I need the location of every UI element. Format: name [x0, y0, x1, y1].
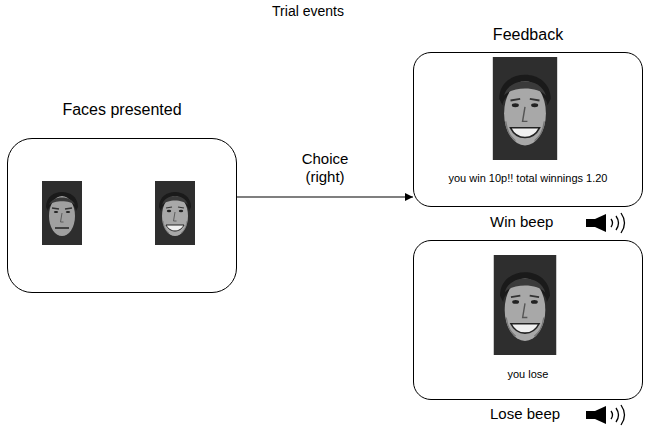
- feedback-panel: you lose: [413, 240, 643, 400]
- speaker-icon: [586, 405, 625, 425]
- choice-arrow: [237, 196, 413, 197]
- face-image: [493, 57, 557, 160]
- edge-label: Choice (right): [287, 150, 363, 188]
- speaker-icon: [586, 213, 625, 233]
- diagram-title: Trial events: [272, 3, 344, 19]
- face-image: [155, 181, 195, 245]
- feedback-text: you lose: [414, 368, 642, 381]
- face-image: [494, 255, 557, 355]
- feedback-text: you win 10p!! total winnings 1.20: [414, 172, 642, 185]
- sound-label: Lose beep: [490, 405, 560, 422]
- panel-heading: Feedback: [414, 26, 642, 44]
- sound-label: Win beep: [490, 213, 553, 230]
- feedback-panel: Feedbackyou win 10p!! total winnings 1.2…: [413, 52, 643, 207]
- stimulus-panel: Faces presented: [7, 138, 237, 293]
- face-image: [42, 181, 82, 245]
- panel-heading: Faces presented: [8, 101, 236, 119]
